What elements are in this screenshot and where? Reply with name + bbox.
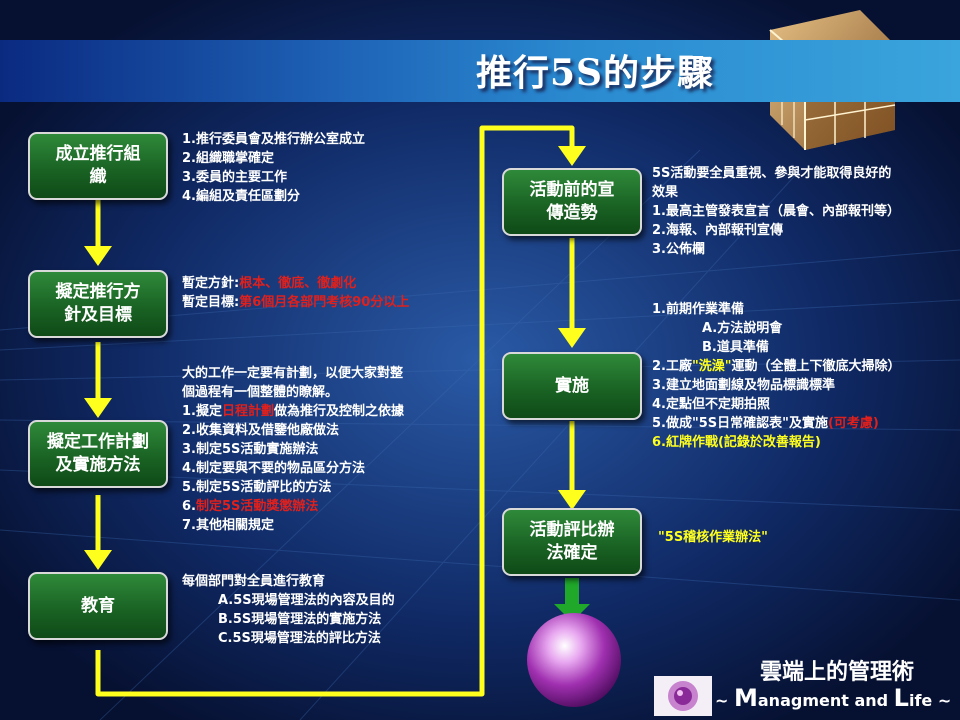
desc-line: 3.公佈欄: [652, 242, 705, 257]
desc-line: 2.海報、內部報刊宣傳: [652, 223, 783, 238]
desc-education: 每個部門對全員進行教育 A.5S現場管理法的內容及目的 B.5S現場管理法的實施…: [182, 572, 395, 648]
desc-line: 大的工作一定要有計劃，以便大家對整: [182, 366, 404, 381]
desc-line: A.5S現場管理法的內容及目的: [218, 593, 395, 608]
policy-value: 根本、徹底、徹劇化: [239, 276, 357, 291]
desc-line: 2.組織職掌確定: [182, 151, 274, 166]
brand-text: ife ~: [908, 691, 952, 710]
desc-text: 5.做成: [652, 416, 692, 431]
brand-title-cn: 雲端上的管理術: [760, 660, 915, 685]
desc-highlight: "5S日常確認表": [691, 416, 789, 431]
desc-line: C.5S現場管理法的評比方法: [218, 631, 381, 646]
desc-line: A.方法說明會: [702, 321, 783, 336]
brand-title-en: ~ Managment and Life ~: [715, 684, 951, 712]
desc-line: 5.制定5S活動評比的方法: [182, 480, 332, 495]
desc-line: 1.前期作業準備: [652, 302, 744, 317]
goal-sphere: [527, 613, 621, 707]
final-arrow: [554, 578, 590, 622]
desc-highlight: "洗澡": [691, 359, 732, 374]
desc-highlight: 日程計劃: [221, 404, 274, 419]
desc-text: 2.工廠: [652, 359, 692, 374]
step-label-line1: 擬定工作計劃: [47, 432, 149, 452]
desc-line: 7.其他相關規定: [182, 518, 274, 533]
desc-line: 3.制定5S活動實施辦法: [182, 442, 319, 457]
step-label-line2: 織: [89, 167, 107, 187]
desc-line: 4.制定要與不要的物品區分方法: [182, 461, 365, 476]
desc-line: 個過程有一個整體的瞭解。: [182, 385, 339, 400]
desc-implementation: 1.前期作業準備 A.方法說明會 B.道具準備 2.工廠"洗澡"運動（全體上下徹…: [652, 300, 901, 452]
brand-logo: [654, 676, 712, 716]
step-label-line2: 及實施方法: [55, 455, 141, 475]
goal-value: 第6個月各部門考核90分以上: [239, 295, 410, 310]
step-label-line1: 擬定推行方: [55, 282, 141, 302]
step-label-line1: 教育: [81, 595, 115, 616]
step-label-line2: 法確定: [546, 543, 598, 563]
flow-connector: [95, 125, 575, 697]
desc-line: 3.建立地面劃線及物品標識標準: [652, 378, 835, 393]
brand-text: anagment and: [757, 691, 894, 710]
desc-evaluation: "5S稽核作業辦法": [658, 530, 768, 545]
desc-line: 4.編組及責任區劃分: [182, 189, 300, 204]
desc-highlight: 制定5S活動獎懲辦法: [195, 499, 319, 514]
title-banner: [0, 40, 960, 102]
step-education: 教育: [28, 572, 168, 640]
desc-policy: 暫定方針:根本、徹底、徹劇化 暫定目標:第6個月各部門考核90分以上: [182, 274, 409, 312]
brand-text: ~: [715, 691, 734, 710]
desc-line: 效果: [652, 185, 679, 200]
desc-promotion: 5S活動要全員重視、參與才能取得良好的 效果 1.最高主管發表宣言（晨會、內部報…: [652, 164, 900, 259]
step-promotion: 活動前的宣傳造勢: [502, 168, 642, 236]
desc-text: 1.擬定: [182, 404, 222, 419]
page-title: 推行5S的步驟: [476, 52, 715, 94]
brand-text: L: [893, 684, 909, 712]
desc-line: 1.推行委員會及推行辦公室成立: [182, 132, 365, 147]
brand-text: M: [733, 684, 758, 712]
desc-line: B.道具準備: [702, 340, 769, 355]
step-implementation: 實施: [502, 352, 642, 420]
arrow-heads: [84, 146, 586, 570]
desc-line: 1.最高主管發表宣言（晨會、內部報刊等）: [652, 204, 900, 219]
step-work-plan: 擬定工作計劃及實施方法: [28, 420, 168, 488]
desc-organization: 1.推行委員會及推行辦公室成立 2.組織職掌確定 3.委員的主要工作 4.編組及…: [182, 130, 365, 206]
desc-line: B.5S現場管理法的實施方法: [218, 612, 382, 627]
step-label-line1: 成立推行組: [55, 144, 141, 164]
step-label-line1: 實施: [555, 375, 589, 396]
step-label-line1: 活動前的宣: [529, 180, 615, 200]
desc-line: 4.定點但不定期拍照: [652, 397, 770, 412]
goal-label: 暫定目標:: [182, 295, 240, 310]
desc-line: 每個部門對全員進行教育: [182, 574, 326, 589]
desc-text: 運動（全體上下徹底大掃除）: [731, 359, 901, 374]
desc-work-plan: 大的工作一定要有計劃，以便大家對整 個過程有一個整體的瞭解。 1.擬定日程計劃做…: [182, 364, 404, 535]
step-establish-organization: 成立推行組織: [28, 132, 168, 200]
desc-line: 3.委員的主要工作: [182, 170, 287, 185]
step-evaluation-method: 活動評比辦法確定: [502, 508, 642, 576]
desc-text: 6.: [182, 499, 196, 514]
desc-line: 2.收集資料及借鑒他廠做法: [182, 423, 339, 438]
step-policy-goals: 擬定推行方針及目標: [28, 270, 168, 338]
step-label-line1: 活動評比辦: [529, 520, 615, 540]
desc-highlight: (可考慮): [827, 416, 879, 431]
desc-line: 6.紅牌作戰(記錄於改善報告): [652, 435, 821, 450]
desc-text: 做為推行及控制之依據: [274, 404, 405, 419]
desc-text: 及實施: [788, 416, 828, 431]
policy-label: 暫定方針:: [182, 276, 240, 291]
desc-line: 5S活動要全員重視、參與才能取得良好的: [652, 166, 892, 181]
step-label-line2: 傳造勢: [546, 203, 598, 223]
step-label-line2: 針及目標: [64, 305, 132, 325]
